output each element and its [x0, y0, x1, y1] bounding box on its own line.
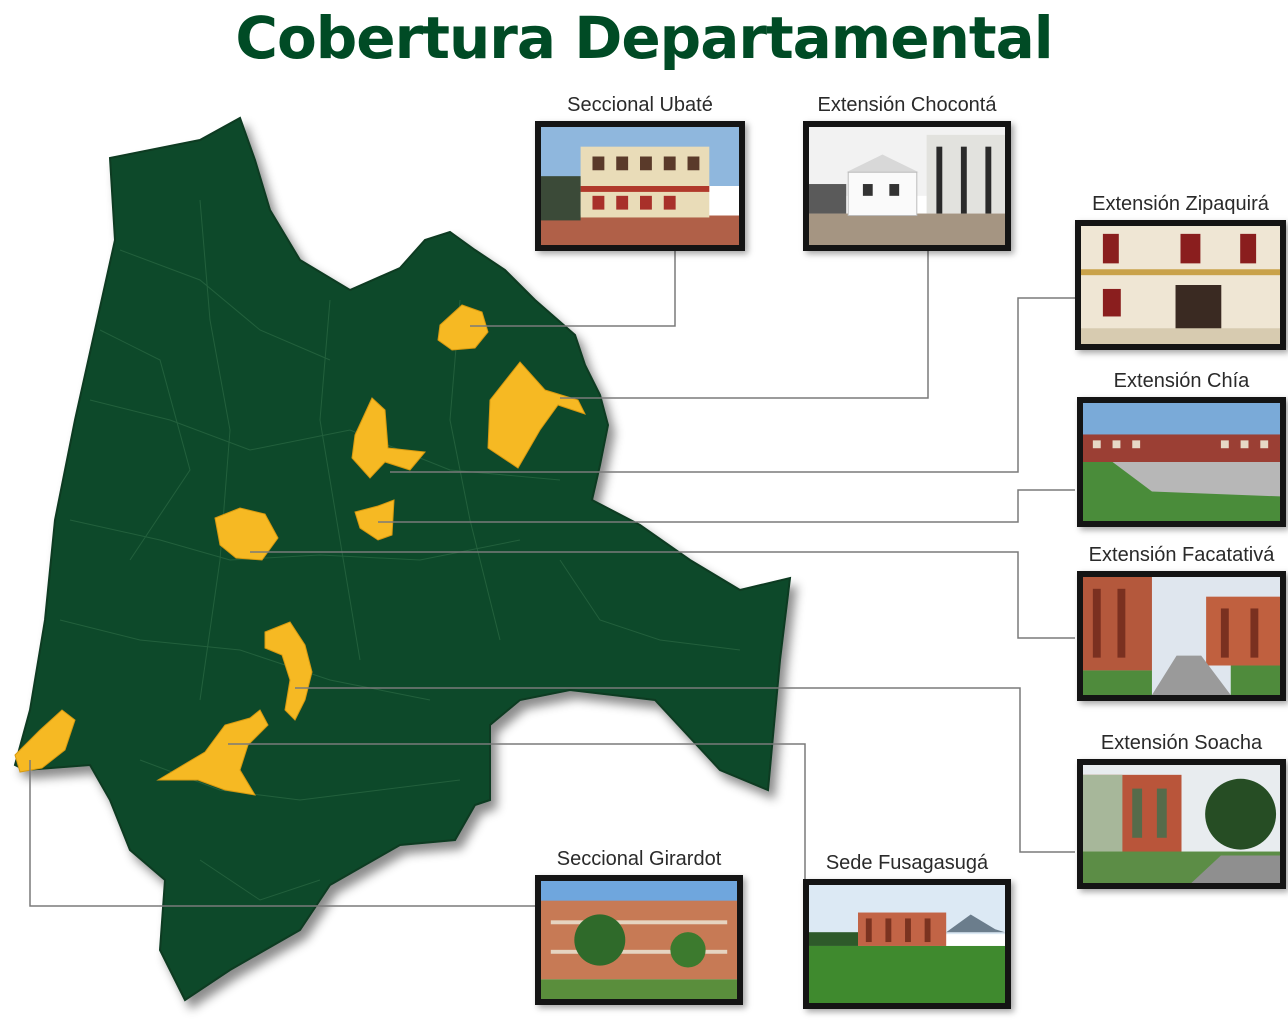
- connector-fusagasuga: [228, 743, 806, 880]
- connector-soacha: [295, 687, 1075, 853]
- municipality-choconta: [487, 361, 586, 469]
- campus-photo: [1077, 397, 1286, 527]
- site-label-zipaquira: Extensión Zipaquirá: [1092, 193, 1269, 215]
- municipality-ubate: [437, 304, 489, 351]
- municipality-fusagasuga: [156, 709, 269, 796]
- municipal-boundaries: [59, 199, 741, 901]
- site-label-facatativa: Extensión Facatativá: [1088, 544, 1275, 566]
- site-label-fusagasuga: Sede Fusagasugá: [825, 852, 989, 874]
- building-photo: [1075, 220, 1286, 350]
- connector-zipaquira: [390, 297, 1075, 473]
- site-label-soacha: Extensión Soacha: [1100, 732, 1263, 754]
- campus-photo: [803, 879, 1011, 1009]
- campus-photo: [1077, 571, 1286, 701]
- connector-girardot: [29, 760, 535, 907]
- municipality-girardot: [14, 709, 76, 773]
- site-chia[interactable]: Extensión Chía: [1077, 370, 1286, 527]
- connector-chia: [378, 489, 1075, 523]
- municipality-facatativa: [214, 507, 279, 561]
- site-label-chia: Extensión Chía: [1113, 370, 1250, 392]
- site-girardot[interactable]: Seccional Girardot: [535, 848, 743, 1005]
- map-title: Cobertura Departamental: [235, 4, 1053, 72]
- connector-ubate: [470, 250, 676, 327]
- site-label-girardot: Seccional Girardot: [556, 848, 722, 870]
- connector-facatativa: [250, 551, 1075, 639]
- highlighted-municipalities: [14, 304, 586, 796]
- site-facatativa[interactable]: Extensión Facatativá: [1077, 544, 1286, 701]
- site-choconta[interactable]: Extensión Chocontá: [803, 94, 1011, 251]
- site-label-choconta: Extensión Chocontá: [817, 94, 997, 116]
- campus-photo: [1077, 759, 1286, 889]
- site-fusagasuga[interactable]: Sede Fusagasugá: [803, 852, 1011, 1009]
- connector-lines: [29, 250, 1075, 907]
- site-label-ubate: Seccional Ubaté: [567, 94, 713, 116]
- municipality-chia: [354, 499, 395, 541]
- site-ubate[interactable]: Seccional Ubaté: [535, 94, 745, 251]
- municipality-soacha: [264, 621, 313, 721]
- site-zipaquira[interactable]: Extensión Zipaquirá: [1075, 193, 1286, 350]
- building-photo: [535, 121, 745, 251]
- building-photo: [803, 121, 1011, 251]
- municipality-zipaquira: [351, 397, 426, 479]
- campus-photo: [535, 875, 743, 1005]
- connector-choconta: [560, 250, 929, 399]
- site-soacha[interactable]: Extensión Soacha: [1077, 732, 1286, 889]
